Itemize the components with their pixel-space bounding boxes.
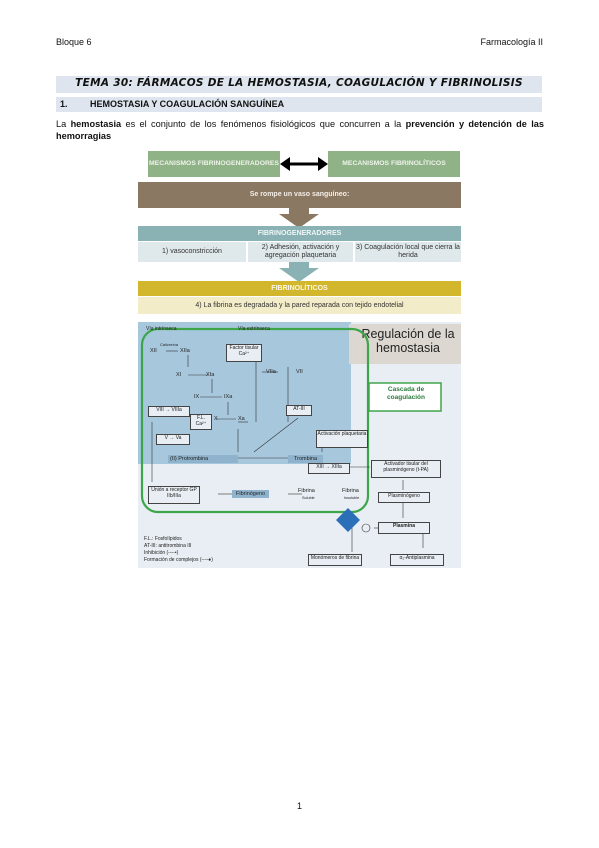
photo-title: Regulación de la hemostasia: [361, 327, 455, 355]
node-fibrina-soluble: Fibrina: [298, 488, 315, 494]
legend-line-2: AT-III: antitrombina III: [144, 543, 192, 549]
node-plasminogeno: Plasminógeno: [378, 492, 430, 503]
node-antiplasmina: α₂-Antiplasmina: [390, 554, 444, 566]
node-protrombina: (II) Protrombina: [168, 455, 239, 463]
regulation-photo: Regulación de la hemostasia: [138, 322, 461, 568]
term-hemostasia: hemostasia: [70, 119, 122, 129]
node-trombina: Trombina: [288, 455, 324, 463]
node-fibrina-insoluble: Fibrina: [342, 488, 359, 494]
label-via-extrinseca: Vía extrínseca: [238, 326, 270, 332]
legend-line-1: F.L.: Fosfolípidos: [144, 536, 182, 542]
label-insoluble: Insoluble: [344, 496, 360, 500]
node-viii-viiia: VIII → VIIIa: [148, 406, 190, 417]
node-x: X: [214, 416, 218, 422]
cascade-label: Cascada de coagulación: [387, 386, 425, 401]
double-arrow-icon: [280, 157, 328, 171]
down-arrow-icon-2: [279, 262, 319, 282]
label-soluble: Soluble: [302, 496, 315, 500]
node-ix: IX: [194, 394, 200, 400]
node-at3: AT-III: [286, 405, 312, 416]
node-monomeros: Monómeros de fibrina: [308, 554, 362, 566]
fibrinogen-header: FIBRINOGENERADORES: [138, 226, 461, 241]
mech-fibrinogen-box: MECANISMOS FIBRINOGENERADORES: [148, 151, 280, 177]
step-fibrin-degraded: 4) La fibrina es degradada y la pared re…: [138, 297, 461, 314]
step-platelet: 2) Adhesión, activación y agregación pla…: [248, 242, 353, 262]
page-title: TEMA 30: FÁRMACOS DE LA HEMOSTASIA, COAG…: [75, 77, 523, 89]
section-number: 1.: [60, 99, 68, 109]
legend-line-4: Formación de complejos (----●): [144, 557, 213, 563]
fibrin-mesh-icon: [336, 508, 360, 532]
section-title: HEMOSTASIA Y COAGULACIÓN SANGUÍNEA: [90, 99, 285, 109]
header-block: Bloque 6: [56, 37, 92, 47]
vessel-box: Se rompe un vaso sanguíneo:: [138, 182, 461, 208]
node-tpa: Activador tisular del plasminógeno (t-PA…: [371, 460, 441, 478]
node-xii: XII: [150, 348, 157, 354]
section-bar: [56, 97, 542, 112]
node-ixa: IXa: [224, 394, 233, 400]
term-prevencion: prevención y detención de las hemorragia…: [56, 119, 544, 141]
node-xiia: XIIa: [180, 348, 190, 354]
title-bar: [56, 76, 542, 93]
label-via-intrinseca: Vía intrínseca: [146, 326, 177, 332]
hemostasis-figure: MECANISMOS FIBRINOGENERADORES MECANISMOS…: [138, 149, 461, 568]
node-xiii-xiiia: XIII → XIIIa: [308, 463, 350, 474]
node-viia: VIIa: [266, 369, 276, 375]
node-v-va: V → Va: [156, 434, 190, 445]
page-number: 1: [296, 801, 302, 811]
node-xi: XI: [176, 372, 182, 378]
label-calicreina: Calicreína: [160, 342, 179, 347]
node-plasmina: Plasmina: [378, 522, 430, 534]
node-vii: VII: [296, 369, 303, 375]
node-union-receptor: Unión a receptor GP IIb/IIIa: [148, 486, 200, 504]
header-subject: Farmacología II: [480, 37, 543, 47]
cascade-lines: [140, 327, 442, 552]
fibrinolytic-header: FIBRINOLÍTICOS: [138, 281, 461, 296]
node-xa: Xa: [238, 416, 245, 422]
node-fl: F.L. Ca²⁺: [190, 414, 212, 430]
intro-paragraph: La hemostasia es el conjunto de los fenó…: [56, 119, 544, 141]
down-arrow-icon: [279, 208, 319, 228]
step-vasoconstriction: 1) vasoconstricción: [138, 242, 246, 262]
legend-line-3: Inhibición (----•): [144, 550, 179, 556]
node-xia: XIa: [206, 372, 215, 378]
mech-fibrinolytic-box: MECANISMOS FIBRINOLÍTICOS: [328, 151, 460, 177]
node-activacion: Activación plaquetaria: [316, 430, 368, 448]
node-factor-tisular: Factor tisular Ca²⁺: [226, 344, 262, 362]
step-coagulation: 3) Coagulación local que cierra la herid…: [355, 242, 461, 262]
node-fibrinogeno: Fibrinógeno: [232, 490, 270, 498]
